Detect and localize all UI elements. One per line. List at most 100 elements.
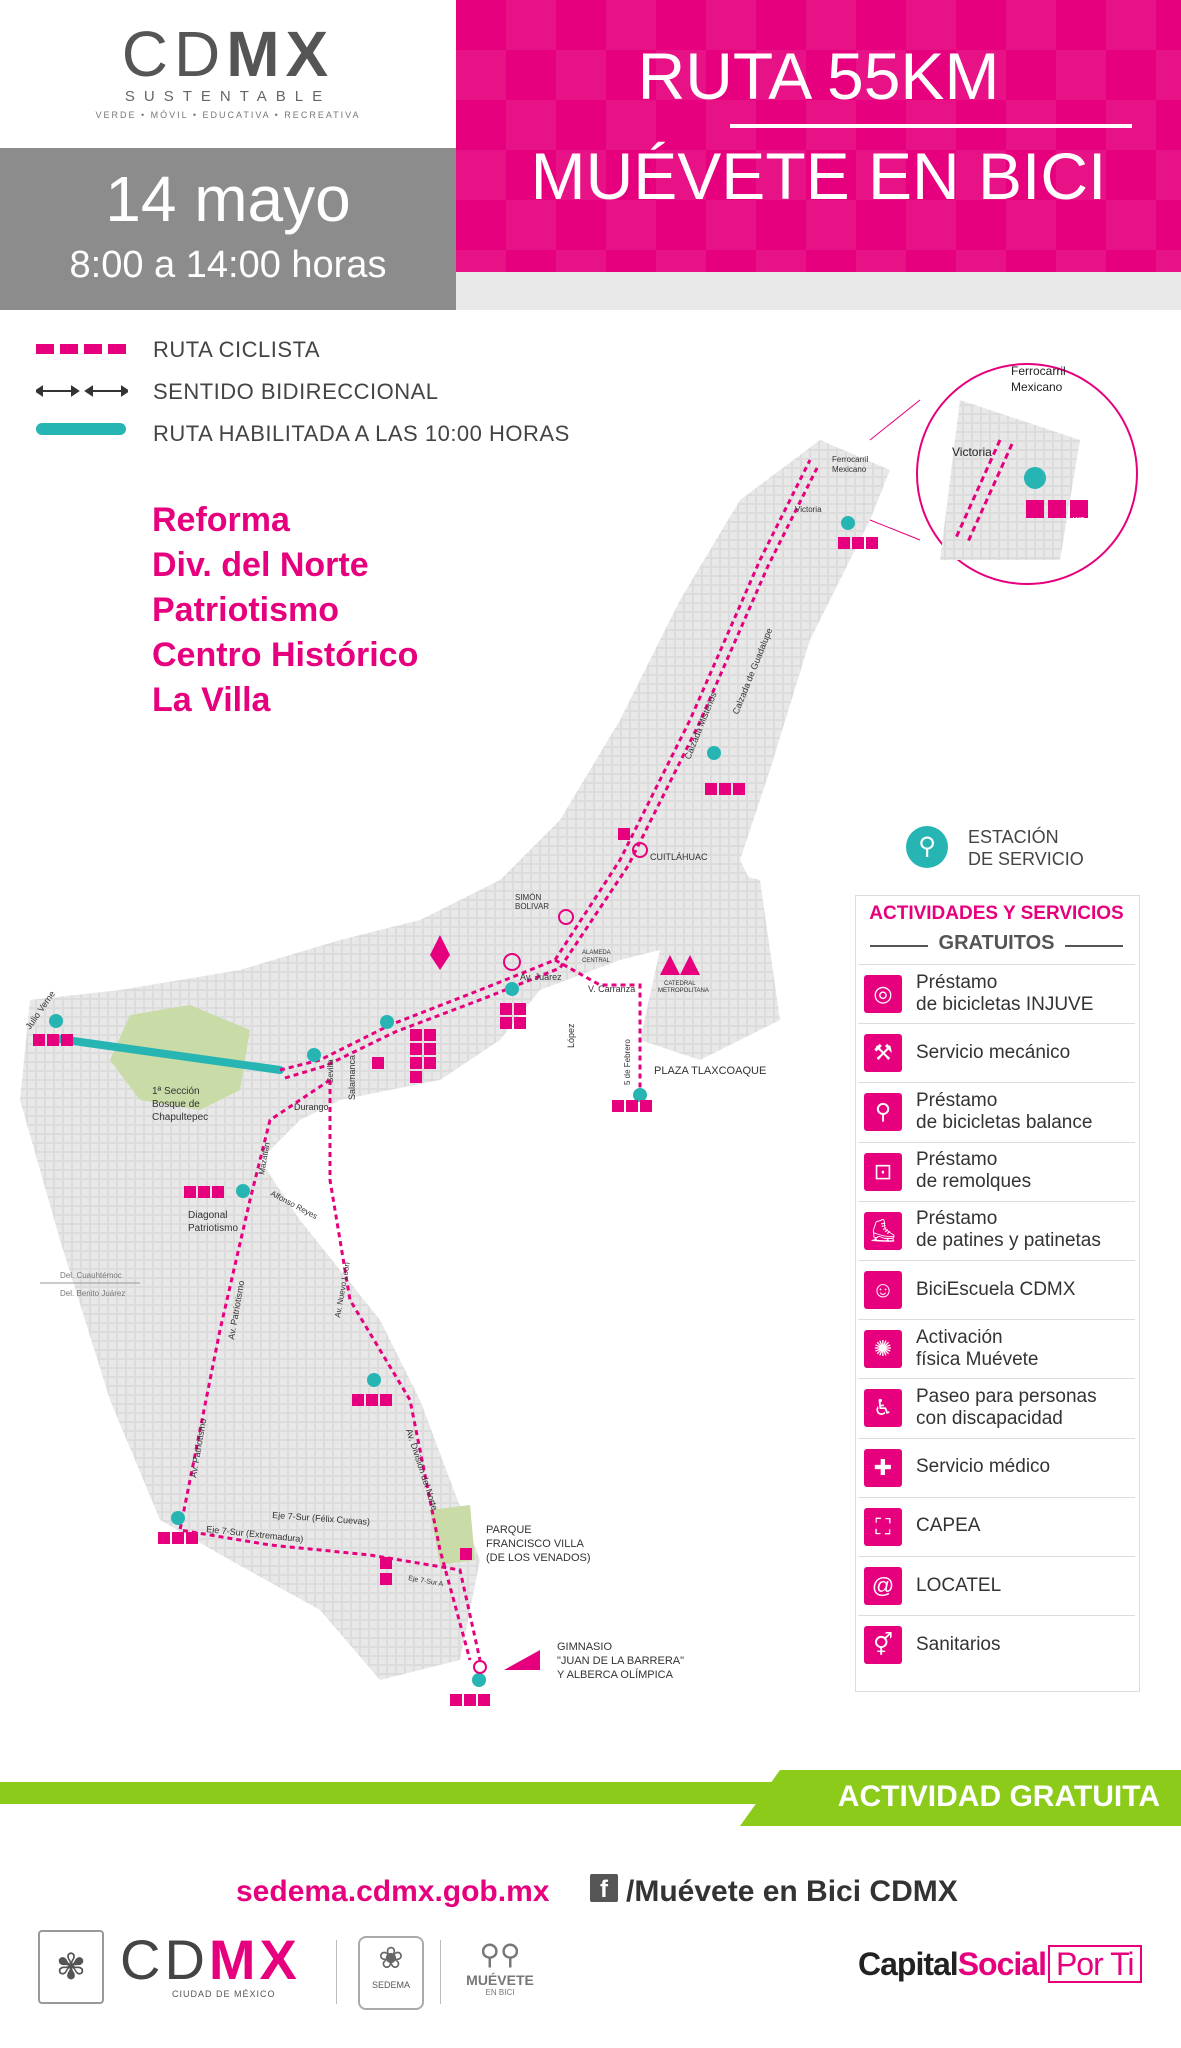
inset-circle bbox=[869, 363, 1138, 585]
locatel-icon: @ bbox=[864, 1567, 902, 1605]
sedema-logo: ❀ SEDEMA bbox=[358, 1936, 424, 2010]
route-name: La Villa bbox=[152, 681, 271, 719]
skates-icon: ⛸ bbox=[864, 1211, 902, 1250]
muevete-sublabel: EN BICI bbox=[485, 1988, 515, 1997]
map-label: Diagonal bbox=[188, 1210, 227, 1221]
facebook-icon[interactable]: f bbox=[590, 1874, 618, 1903]
logo-divider bbox=[440, 1940, 441, 2004]
service-stations bbox=[49, 467, 1046, 1687]
bicycle-station-icon: ⚲ bbox=[906, 826, 948, 868]
event-date: 14 mayo bbox=[105, 163, 351, 235]
service-icon-markers bbox=[33, 500, 1088, 1706]
station-label-line: DE SERVICIO bbox=[968, 849, 1084, 869]
service-item: ⛸ Préstamo de patines y patinetas bbox=[858, 1200, 1135, 1259]
map-label: Y ALBERCA OLÍMPICA bbox=[557, 1668, 674, 1681]
balance-bike-icon: ⚲ bbox=[864, 1093, 902, 1132]
legend-bidirectional-icon bbox=[34, 384, 130, 403]
cdmx-footer-subtitle: CIUDAD DE MÉXICO bbox=[172, 1989, 276, 1999]
service-item: ☺BiciEscuela CDMX bbox=[858, 1260, 1135, 1318]
service-label: Préstamo de patines y patinetas bbox=[916, 1208, 1101, 1252]
service-item: ◎Préstamo de bicicletas INJUVE bbox=[858, 964, 1135, 1022]
station-legend-label: ESTACIÓN DE SERVICIO bbox=[968, 826, 1084, 870]
map-label: Mexicano bbox=[1011, 380, 1063, 394]
map-label: Bosque de bbox=[152, 1099, 200, 1110]
header-logo-area bbox=[0, 0, 456, 148]
cdmx-logo: CDMX bbox=[121, 18, 335, 90]
map-label: 5 de Febrero bbox=[623, 1039, 632, 1085]
cdmx-footer-logo: CDMX bbox=[120, 1928, 301, 1991]
facebook-link[interactable]: /Muévete en Bici CDMX bbox=[626, 1875, 958, 1908]
cdmx-logo-tagline: VERDE • MÓVIL • EDUCATIVA • RECREATIVA bbox=[95, 110, 361, 120]
route-subtitle: MUÉVETE EN BICI bbox=[530, 139, 1107, 213]
map-label: WC bbox=[1073, 517, 1085, 524]
tree-icon: ❀ bbox=[378, 1942, 404, 1975]
services-subheading: GRATUITOS bbox=[938, 932, 1055, 954]
map-label: Durango bbox=[294, 1102, 329, 1112]
date-panel bbox=[0, 148, 456, 310]
capea-icon: ⛶ bbox=[864, 1507, 902, 1546]
route-name: Patriotismo bbox=[152, 591, 340, 629]
map-label: Victoria bbox=[952, 445, 992, 459]
accessibility-icon: ♿ bbox=[864, 1389, 902, 1428]
route-name: Reforma bbox=[152, 501, 290, 539]
map-label: ALAMEDA bbox=[582, 950, 611, 956]
logo-divider bbox=[336, 1940, 337, 2004]
service-label: Servicio médico bbox=[916, 1456, 1051, 1478]
service-label: Préstamo de remolques bbox=[916, 1149, 1032, 1193]
service-label: Préstamo de bicicletas balance bbox=[916, 1089, 1093, 1133]
map-label: Patriotismo bbox=[188, 1223, 238, 1234]
map-label: (DE LOS VENADOS) bbox=[486, 1552, 591, 1564]
map-label: PARQUE bbox=[486, 1524, 532, 1536]
map-label: FRANCISCO VILLA bbox=[486, 1538, 584, 1550]
route-name: Centro Histórico bbox=[152, 636, 419, 674]
service-item: ⛶CAPEA bbox=[858, 1496, 1135, 1555]
title-divider bbox=[730, 124, 1132, 128]
bicycle-icon: ⚲⚲ bbox=[479, 1939, 521, 1970]
service-item: ✚ Servicio médico bbox=[858, 1437, 1135, 1496]
pink-route-lines bbox=[178, 459, 820, 1661]
map-label: Victoria bbox=[795, 505, 822, 514]
route-map: Ferrocarril Mexicano Victoria Ferrocarri… bbox=[20, 363, 1138, 1706]
free-activity-tab bbox=[740, 1770, 1181, 1826]
legend-label-bidirectional: SENTIDO BIDIRECCIONAL bbox=[153, 379, 439, 404]
service-label: Servicio mecánico bbox=[916, 1041, 1071, 1063]
map-label: Del. Benito Juárez bbox=[60, 1289, 125, 1298]
bici-escuela-icon: ☺ bbox=[864, 1271, 902, 1309]
website-link[interactable]: sedema.cdmx.gob.mx bbox=[236, 1875, 550, 1908]
map-label: METROPOLITANA bbox=[658, 988, 709, 994]
government-seal-icon: ✾ bbox=[38, 1930, 104, 2004]
legend-teal-line-icon bbox=[36, 423, 126, 435]
map-label: CUITLÁHUAC bbox=[650, 852, 708, 862]
teal-route-line bbox=[48, 1034, 284, 1074]
map-label: SIMÓN bbox=[515, 893, 541, 902]
sedema-label: SEDEMA bbox=[371, 1980, 410, 1990]
cathedral-icon bbox=[660, 955, 700, 975]
bicycle-wheel-icon: ◎ bbox=[864, 975, 902, 1013]
map-label: BOLIVAR bbox=[515, 902, 549, 911]
map-label: Chapultepec bbox=[152, 1112, 208, 1123]
map-label: CENTRAL bbox=[582, 958, 611, 964]
map-label: Sevilla bbox=[326, 1059, 335, 1083]
map-label: 1ª Sección bbox=[152, 1086, 200, 1097]
route-landmarks bbox=[473, 842, 648, 1674]
map-label: "JUAN DE LA BARRERA" bbox=[557, 1655, 684, 1667]
map-label: López bbox=[566, 1023, 576, 1048]
monument-icon bbox=[430, 935, 450, 970]
map-label: CATEDRAL bbox=[664, 981, 696, 987]
map-label: Av. Juárez bbox=[520, 972, 562, 982]
stadium-icon bbox=[504, 1650, 540, 1670]
legend-label-teal-route: RUTA HABILITADA A LAS 10:00 HORAS bbox=[153, 421, 570, 446]
map-label: Del. Cuauhtémoc bbox=[60, 1271, 122, 1280]
map-label: PLAZA TLAXCOAQUE bbox=[654, 1065, 766, 1077]
city-area bbox=[20, 440, 890, 1680]
services-heading: ACTIVIDADES Y SERVICIOS bbox=[869, 903, 1124, 924]
map-label: Mexicano bbox=[832, 465, 867, 474]
heading-rule-right bbox=[1065, 945, 1123, 947]
medical-cross-icon: ✚ bbox=[864, 1448, 902, 1487]
service-item: ⊡Préstamo de remolques bbox=[858, 1141, 1135, 1200]
route-name-list: Reforma Div. del Norte Patriotismo Centr… bbox=[152, 498, 418, 723]
service-label: Paseo para personas con discapacidad bbox=[916, 1385, 1097, 1429]
service-item: ♿ Paseo para personas con discapacidad bbox=[858, 1378, 1135, 1437]
route-title: RUTA 55KM bbox=[637, 39, 1000, 113]
